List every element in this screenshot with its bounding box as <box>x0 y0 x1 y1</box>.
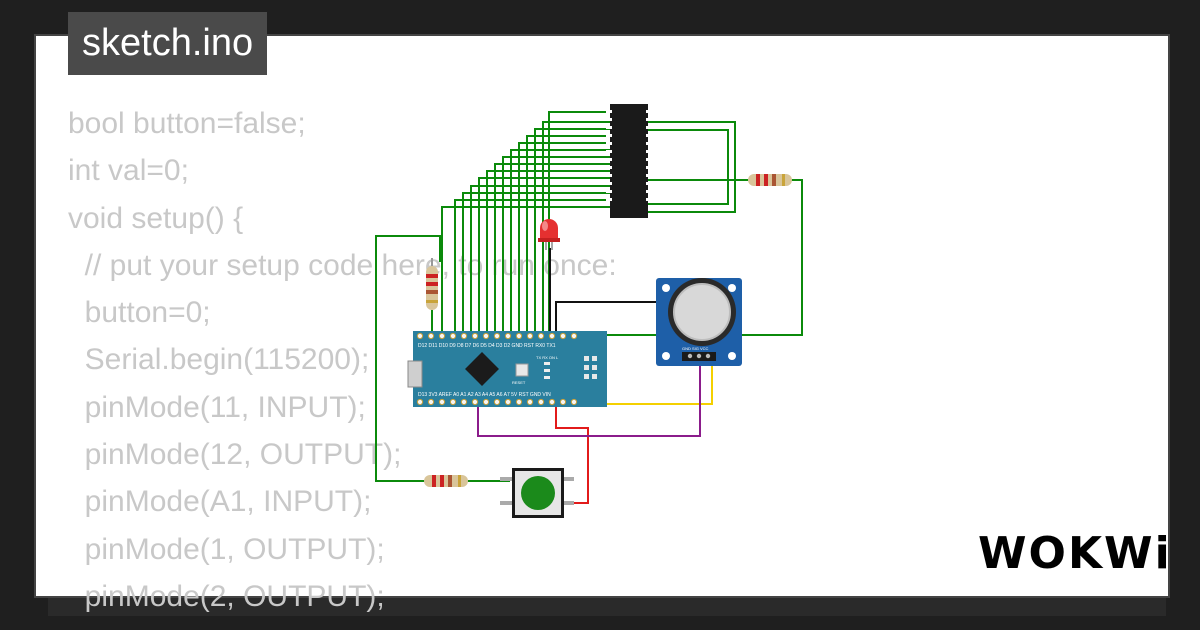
wire-d4 <box>510 149 612 333</box>
code-line: bool button=false; <box>68 107 306 140</box>
wire-d7 <box>486 170 612 333</box>
wokwi-logo: WOKWi <box>978 528 1172 579</box>
wire-extra <box>548 111 612 333</box>
code-line: pinMode(2, OUTPUT); <box>68 579 385 613</box>
code-line: Serial.begin(115200); <box>68 343 370 377</box>
resistor-bottom[interactable] <box>424 475 468 487</box>
wire-purple-vcc <box>477 358 701 437</box>
push-button[interactable] <box>500 468 574 518</box>
joystick-pin-labels: GND SIG VCC <box>682 346 709 351</box>
wire-d2 <box>526 135 612 333</box>
resistor-right[interactable] <box>748 174 792 186</box>
wire-ic-right-a <box>646 121 736 213</box>
ic-chip[interactable] <box>606 104 652 218</box>
green-wires <box>375 111 803 482</box>
wire-d9 <box>470 185 612 333</box>
board-bottom-pin-labels: D13 3V3 AREF A0 A1 A2 A3 A4 A5 A6 A7 5V … <box>418 392 551 398</box>
code-line: button=0; <box>68 296 211 330</box>
wire-ic-right-b <box>646 129 729 205</box>
code-line: int val=0; <box>68 154 189 188</box>
arduino-nano[interactable]: D12 D11 D10 D9 D8 D7 D6 D5 D4 D3 D2 GND … <box>407 331 607 407</box>
wire-yellow-sig <box>566 358 713 405</box>
preview-card <box>34 34 1170 598</box>
wire-d10 <box>462 192 612 333</box>
red-led[interactable] <box>538 219 560 250</box>
wire-d5 <box>502 156 612 333</box>
file-tab-title: sketch.ino <box>68 12 268 75</box>
usb-connector <box>407 360 423 388</box>
wire-d1 <box>534 128 612 333</box>
board-top-pin-labels: D12 D11 D10 D9 D8 D7 D6 D5 D4 D3 D2 GND … <box>418 343 556 349</box>
code-line: pinMode(12, OUTPUT); <box>68 438 402 472</box>
code-line: pinMode(1, OUTPUT); <box>68 532 385 566</box>
wire-d12 <box>441 206 612 333</box>
mcu-chip <box>465 352 499 386</box>
wire-d11 <box>454 199 612 333</box>
resistor-left-vertical[interactable] <box>426 258 438 310</box>
wire-red-5v <box>555 405 589 504</box>
wire-d8 <box>478 177 612 333</box>
wire-left-loop <box>375 235 441 482</box>
board-led-labels: TX RX ON L <box>536 355 559 360</box>
code-preview: bool button=false; int val=0; void setup()… <box>68 100 617 620</box>
code-line: pinMode(A1, INPUT); <box>68 485 372 519</box>
reset-button[interactable] <box>515 363 529 377</box>
card-shadow <box>48 594 1166 616</box>
code-line: pinMode(11, INPUT); <box>68 390 366 424</box>
joystick-module[interactable]: GND SIG VCC <box>656 278 742 366</box>
board-reset-label: RESET <box>512 380 526 385</box>
wire-d3 <box>518 142 612 333</box>
wire-d0 <box>542 121 612 333</box>
wire-d6 <box>494 163 612 333</box>
icsp-header <box>584 356 597 379</box>
code-line: void setup() { <box>68 201 244 235</box>
